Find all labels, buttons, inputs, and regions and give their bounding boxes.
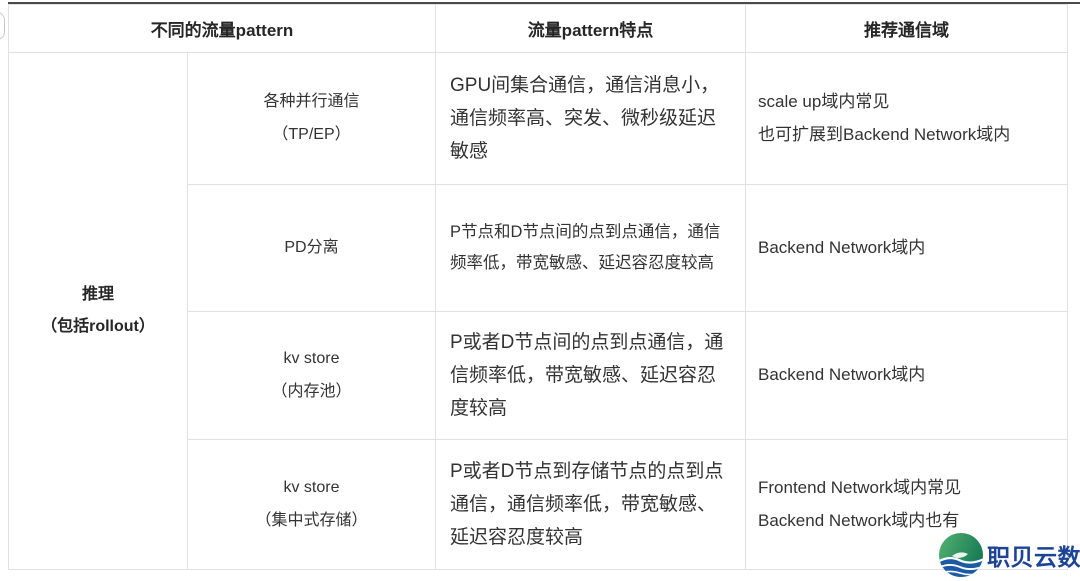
brand-logo: 职贝云数 [938, 532, 1080, 578]
cell-traits: P或者D节点间的点到点通信，通信频率低，带宽敏感、延迟容忍度较高 [435, 311, 746, 440]
header-row: 不同的流量pattern 流量pattern特点 推荐通信域 [8, 4, 1068, 53]
cell-pattern: kv store （集中式存储） [187, 439, 436, 570]
globe-icon [939, 533, 983, 577]
cell-traits: P节点和D节点间的点到点通信，通信频率低，带宽敏感、延迟容忍度较高 [435, 184, 746, 312]
cell-pattern: 各种并行通信 （TP/EP） [187, 52, 436, 185]
table-row: PD分离 P节点和D节点间的点到点通信，通信频率低，带宽敏感、延迟容忍度较高 B… [9, 184, 1068, 312]
header-cell-pattern: 不同的流量pattern [8, 4, 436, 53]
top-divider [8, 2, 1080, 4]
header-cell-traits: 流量pattern特点 [435, 4, 746, 53]
cell-stage-group: 推理 （包括rollout） [8, 52, 188, 570]
traffic-pattern-table: 不同的流量pattern 流量pattern特点 推荐通信域 推理 （包括rol… [8, 4, 1068, 570]
header-cell-domain: 推荐通信域 [745, 4, 1068, 53]
cell-domain: Backend Network域内 [745, 184, 1068, 312]
cell-traits: P或者D节点到存储节点的点到点通信，通信频率低，带宽敏感、延迟容忍度较高 [435, 439, 746, 570]
table-row: 推理 （包括rollout） 各种并行通信 （TP/EP） GPU间集合通信，通… [8, 52, 1068, 570]
cell-domain: Backend Network域内 [745, 311, 1068, 440]
collapsed-side-handle[interactable] [0, 12, 5, 40]
cell-pattern: kv store （内存池） [187, 311, 436, 440]
brand-name: 职贝云数 [987, 544, 1080, 570]
cell-domain: scale up域内常见 也可扩展到Backend Network域内 [745, 52, 1068, 185]
cell-pattern: PD分离 [187, 184, 436, 312]
cell-domain: Frontend Network域内常见 Backend Network域内也有 [745, 439, 1068, 570]
cell-traits: GPU间集合通信，通信消息小，通信频率高、突发、微秒级延迟敏感 [435, 52, 746, 185]
table-row: kv store （内存池） P或者D节点间的点到点通信，通信频率低，带宽敏感、… [9, 311, 1068, 440]
table-row: kv store （集中式存储） P或者D节点到存储节点的点到点通信，通信频率低… [9, 439, 1068, 570]
